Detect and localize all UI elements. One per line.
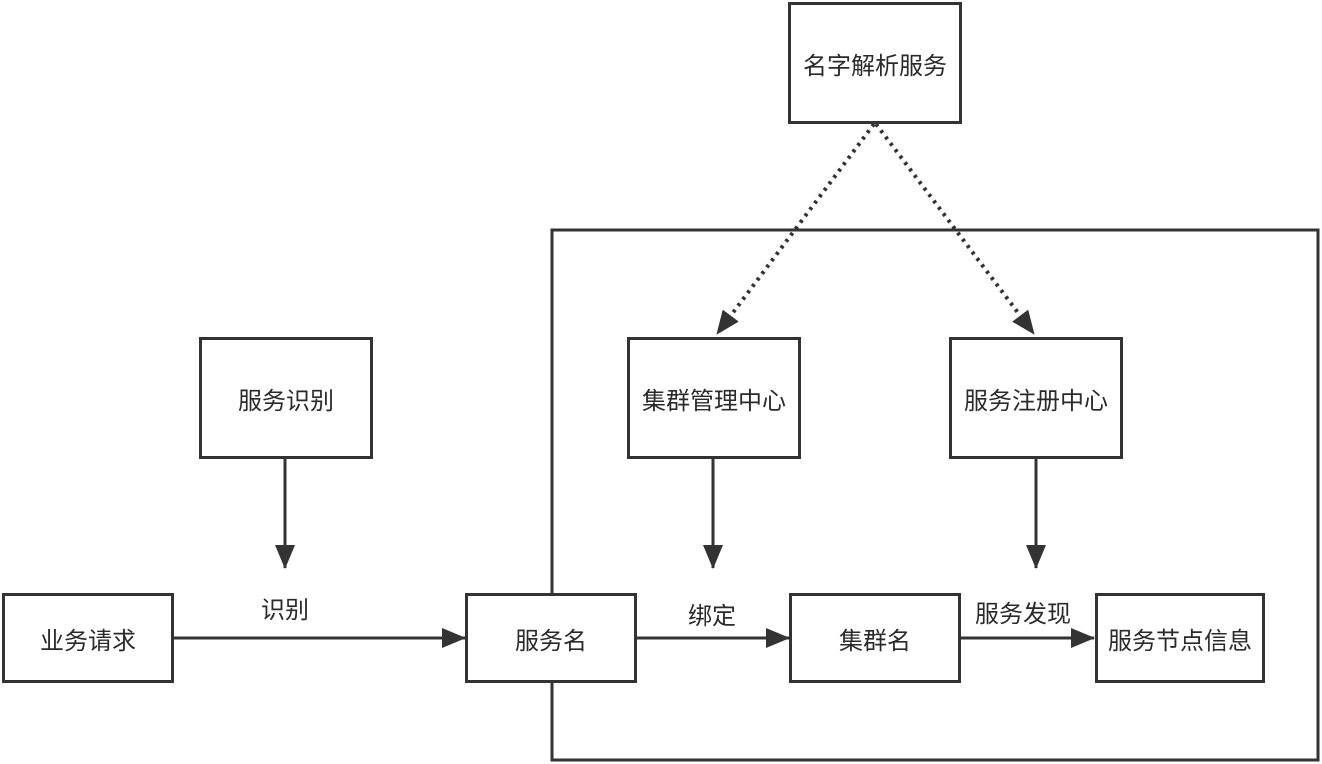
node-business-request: 业务请求 [2, 593, 174, 683]
node-service-registry-center: 服务注册中心 [949, 337, 1123, 459]
dotted-arrow-to-cluster-mgmt [715, 122, 876, 336]
node-label: 名字解析服务 [803, 51, 947, 80]
service-domain-container [550, 228, 1320, 762]
node-label: 服务节点信息 [1108, 626, 1252, 655]
edge-label-service-discovery: 服务发现 [975, 600, 1071, 628]
node-label: 服务名 [515, 626, 587, 655]
node-label: 集群管理中心 [642, 386, 786, 415]
node-label: 业务请求 [40, 626, 136, 655]
edge-label-identify: 识别 [261, 596, 309, 624]
node-label: 服务注册中心 [964, 386, 1108, 415]
node-label: 服务识别 [238, 386, 334, 415]
edge-label-bind: 绑定 [688, 602, 736, 630]
node-label: 集群名 [839, 626, 911, 655]
node-cluster-name: 集群名 [789, 593, 961, 683]
node-name-resolution-service: 名字解析服务 [788, 2, 962, 124]
node-service-name: 服务名 [465, 593, 637, 683]
node-cluster-management-center: 集群管理中心 [627, 337, 801, 459]
node-service-identification: 服务识别 [199, 337, 373, 459]
node-service-node-info: 服务节点信息 [1095, 593, 1265, 683]
